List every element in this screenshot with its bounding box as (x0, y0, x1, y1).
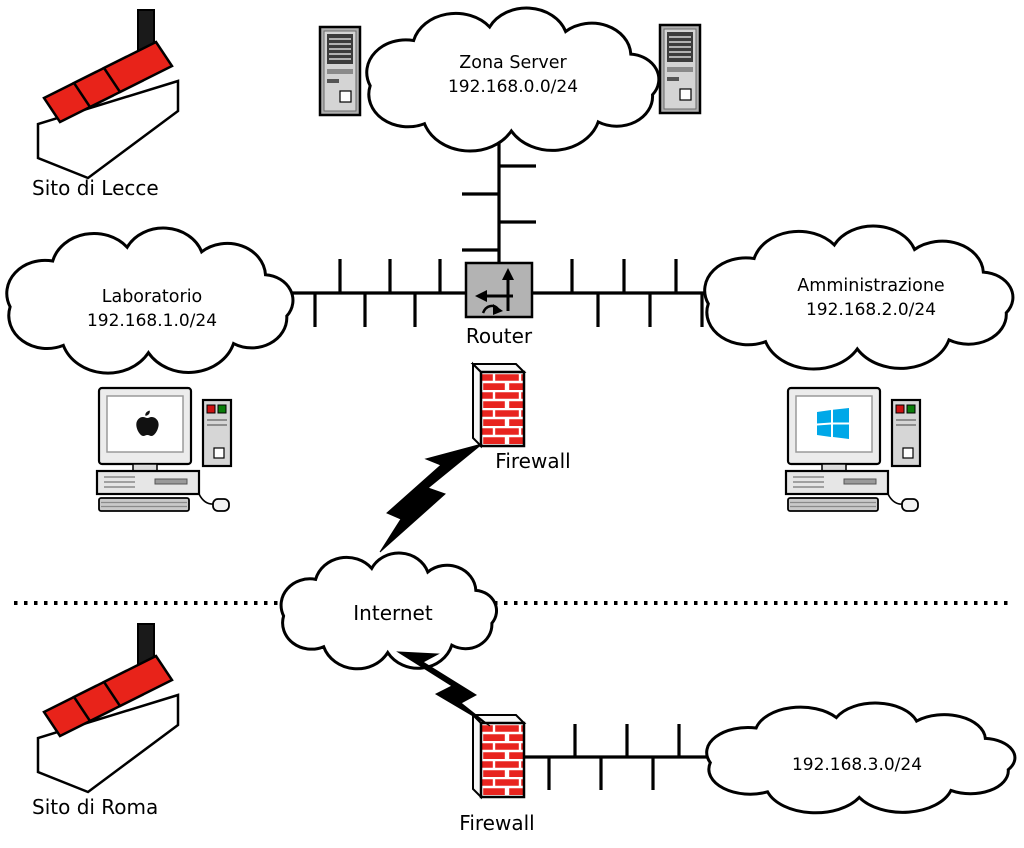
mac-tower-led-red (206, 404, 216, 414)
factory-icon-lecce (36, 8, 180, 180)
mac-tower-slots (207, 419, 227, 426)
label-firewall-sud: Firewall (459, 811, 534, 835)
router-box (464, 261, 534, 319)
win-case-vents (793, 476, 824, 488)
factory-icon-roma (36, 622, 180, 794)
label-amministrazione: Amministrazione (797, 276, 944, 296)
subnet-laboratorio: 192.168.1.0/24 (87, 311, 217, 331)
server-tower-icon-left (318, 25, 362, 117)
label-laboratorio: Laboratorio (102, 287, 203, 307)
subnet-amministrazione: 192.168.2.0/24 (806, 300, 936, 320)
win-tower-badge (902, 447, 914, 459)
lightning-bolt-icon-nord (379, 443, 483, 553)
win-keyboard (787, 497, 879, 512)
label-firewall-nord: Firewall (495, 449, 570, 473)
mac-case-vents (104, 476, 135, 488)
lan-bus-main-taps (313, 259, 704, 327)
mac-mouse (212, 498, 230, 512)
apple-logo-icon (136, 417, 159, 436)
lan-bus-server-zone-taps (462, 164, 536, 252)
label-router: Router (466, 324, 533, 348)
subnet-zona-server: 192.168.0.0/24 (448, 77, 578, 97)
win-tower-led-green (906, 404, 916, 414)
win-screen (795, 395, 873, 453)
cloud-amministrazione (702, 224, 1015, 371)
lan-bus-roma-taps (547, 724, 681, 790)
mac-tower-led-green (217, 404, 227, 414)
server-tower-icon-right (658, 23, 702, 115)
mac-keyboard-keys (101, 501, 187, 508)
subnet-roma-lan: 192.168.3.0/24 (792, 755, 922, 775)
computer-windows-icon (784, 386, 922, 512)
win-tower-led-red (895, 404, 905, 414)
lightning-bolt-icon-sud (396, 651, 491, 727)
win-tower-slots (896, 419, 916, 426)
mac-floppy-slot (154, 478, 188, 485)
win-floppy-slot (843, 478, 877, 485)
label-sito-roma: Sito di Roma (32, 795, 158, 819)
firewall-icon-sud (471, 713, 526, 799)
windows-logo-icon (817, 408, 849, 439)
mac-keyboard (98, 497, 190, 512)
computer-mac-icon (95, 386, 233, 512)
mac-tower-badge (213, 447, 225, 459)
apple-logo-leaf-icon (145, 410, 150, 416)
router-arrow-curve-head (493, 304, 503, 315)
label-zona-server: Zona Server (459, 53, 567, 73)
label-internet: Internet (353, 601, 433, 625)
win-mouse (901, 498, 919, 512)
router-arrow-up-head (502, 268, 514, 280)
router-arrow-left-head (475, 290, 487, 302)
router-icon (464, 261, 534, 319)
win-keyboard-keys (790, 501, 876, 508)
firewall-icon-nord (471, 362, 526, 448)
label-sito-lecce: Sito di Lecce (32, 176, 159, 200)
